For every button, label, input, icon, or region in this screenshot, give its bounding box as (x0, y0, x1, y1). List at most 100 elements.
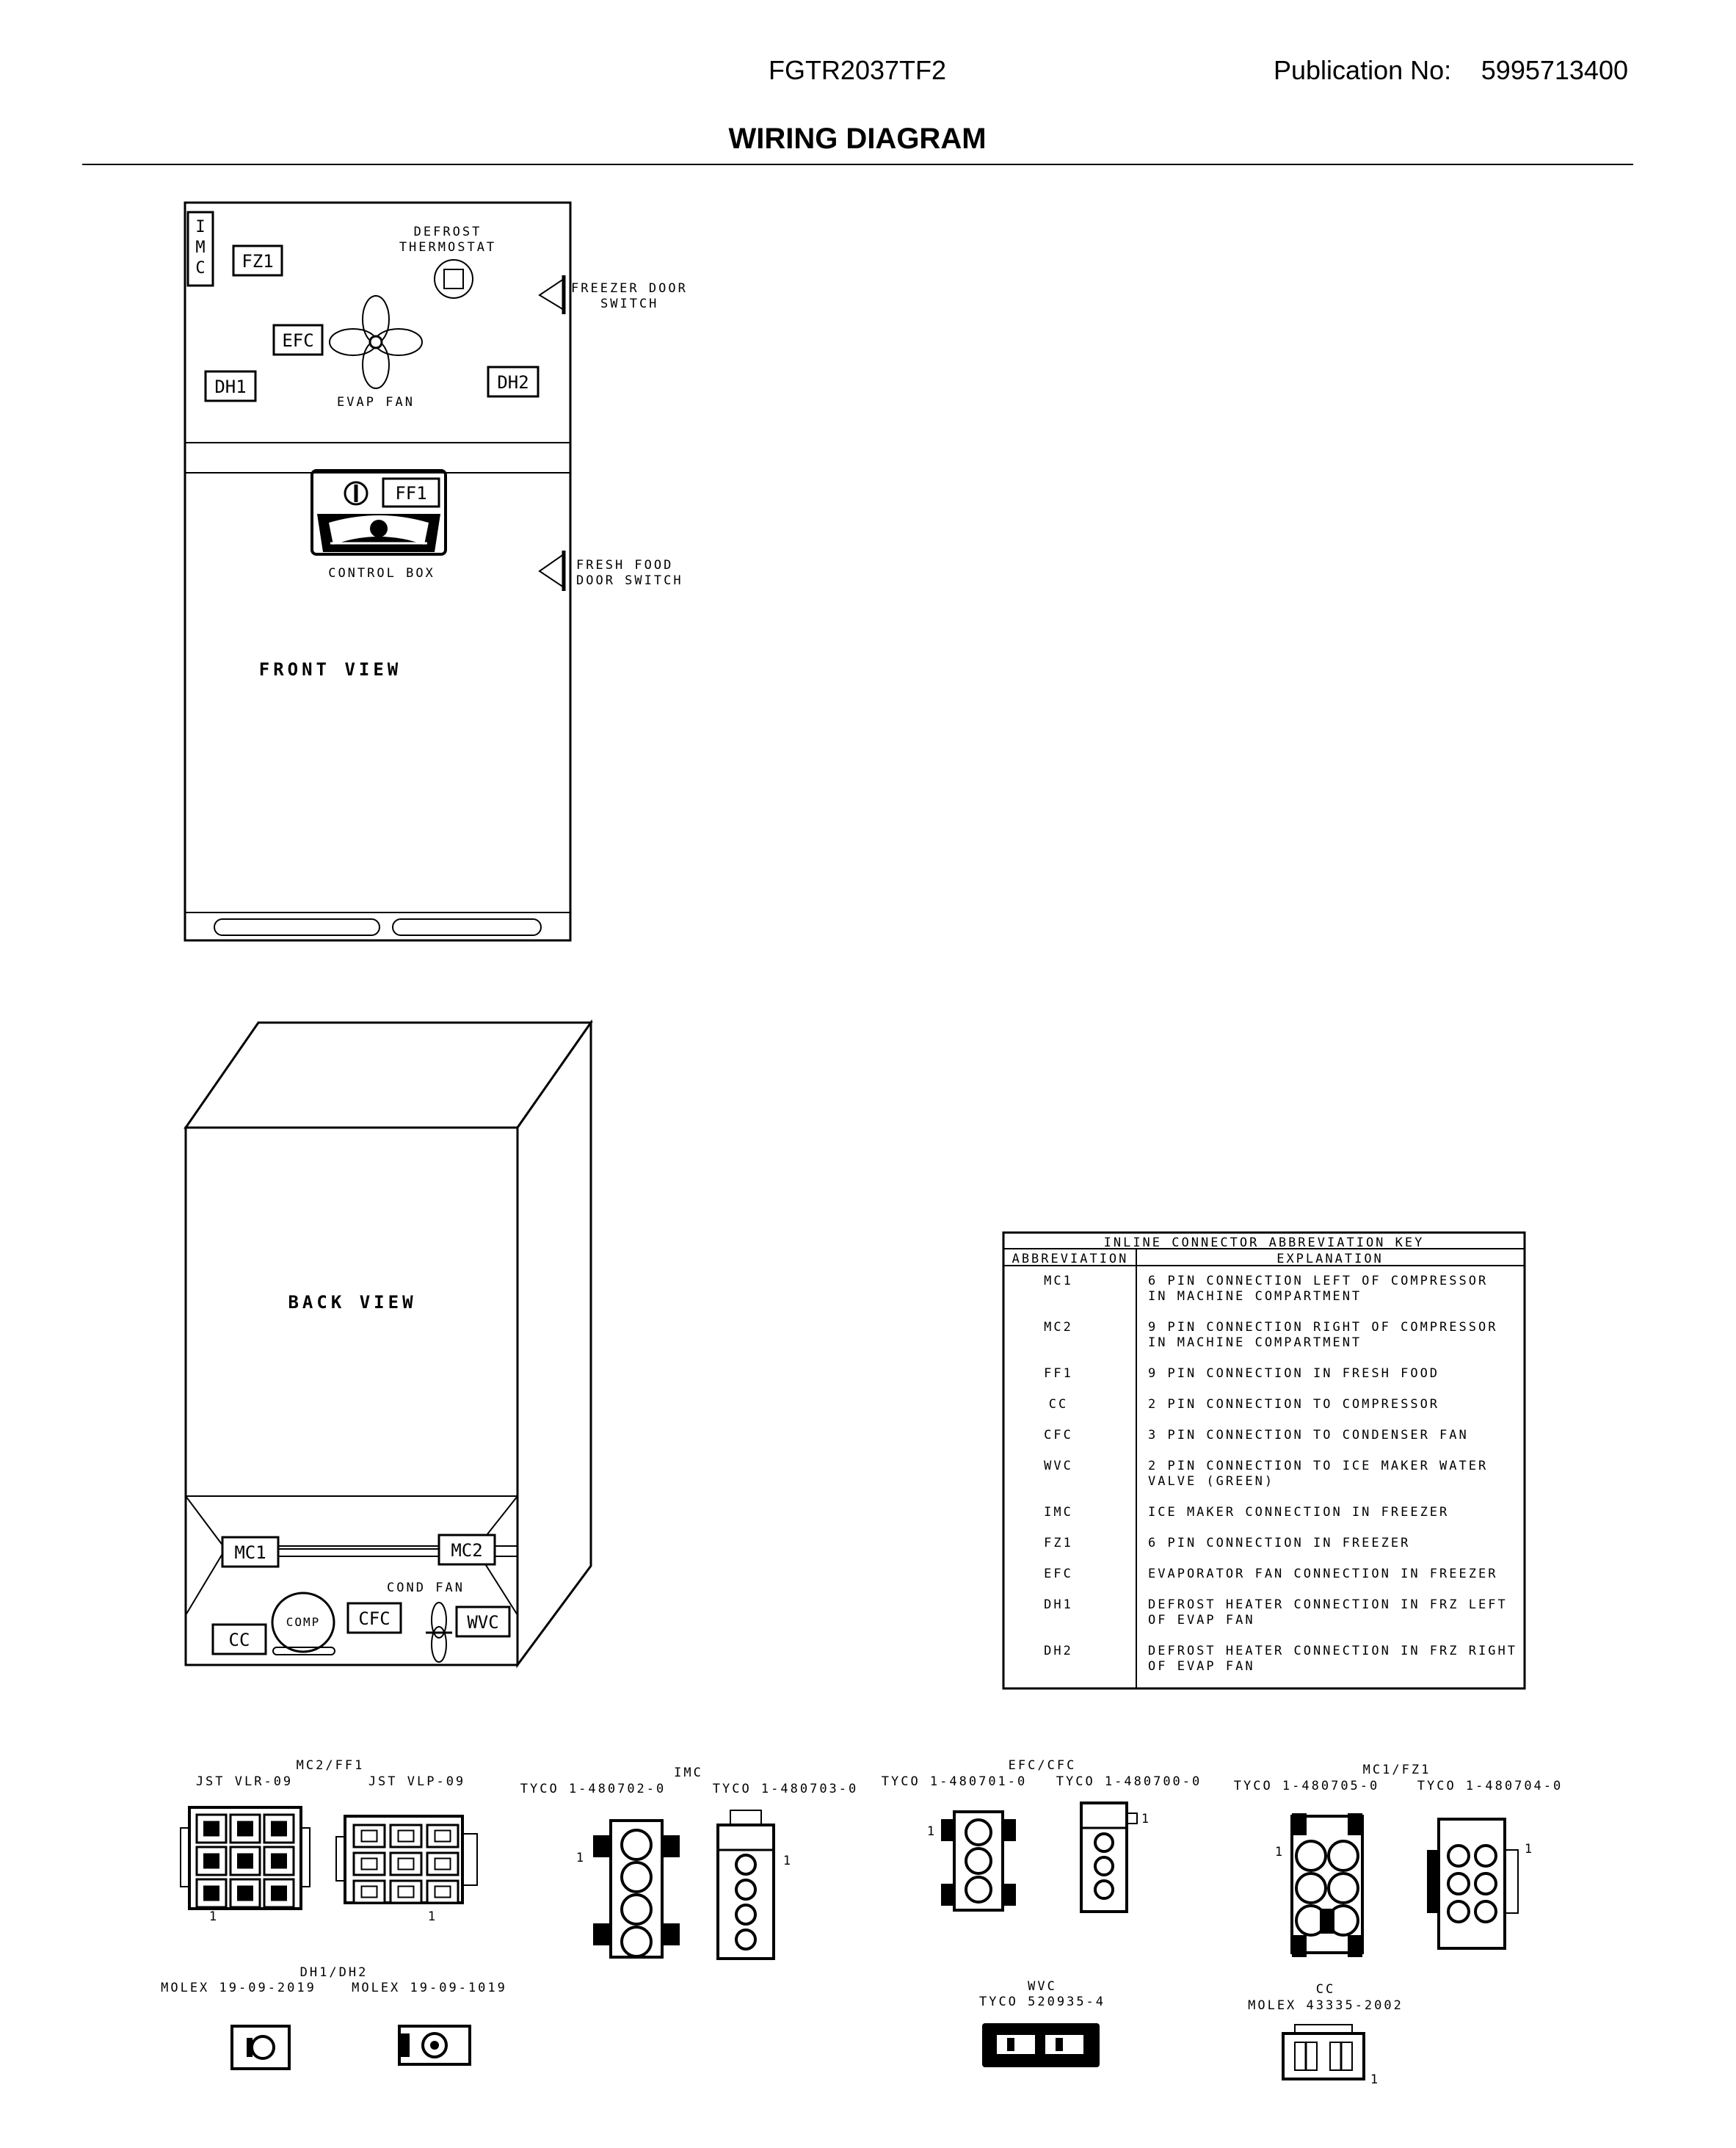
freezer-door-switch-label-1: FREEZER DOOR (571, 281, 688, 296)
efc-cfc-right-pin: 1 (1141, 1812, 1149, 1826)
tyco-1-480702-0-icon (593, 1819, 680, 1959)
evap-fan-label: EVAP FAN (337, 395, 415, 410)
kickplate-slot-left (214, 918, 380, 936)
ff1-label: FF1 (395, 483, 426, 504)
imc-letter-3: C (195, 259, 205, 277)
cc-pin: 1 (1370, 2072, 1378, 2087)
mc2-connector-box (437, 1534, 496, 1566)
defrost-thermostat-icon (434, 259, 473, 299)
key-row-abbreviation: MC1 (1044, 1274, 1073, 1288)
key-row-explanation: 9 PIN CONNECTION IN FRESH FOOD (1148, 1366, 1439, 1381)
key-table-col-abbreviation: ABBREVIATION (1012, 1252, 1129, 1266)
imc-left-part: TYCO 1-480702-0 (520, 1782, 667, 1796)
back-view: BACK VIEW MC1 MC2 COND FAN COMP CC CFC W… (184, 1019, 593, 1669)
mc1-fz1-right-pin: 1 (1525, 1842, 1532, 1857)
key-row-abbreviation: WVC (1044, 1459, 1073, 1473)
kickplate-slot-right (392, 918, 542, 936)
key-row-explanation: ICE MAKER CONNECTION IN FREEZER (1148, 1505, 1449, 1520)
connector-mc1-fz1: MC1/FZ1 TYCO 1-480705-0 TYCO 1-480704-0 … (1234, 1763, 1564, 1957)
back-cabinet-front (184, 1126, 519, 1666)
key-row-abbreviation: DH1 (1044, 1597, 1073, 1612)
fz1-label: FZ1 (241, 251, 273, 272)
key-row-explanation: DEFROST HEATER CONNECTION IN FRZ LEFT (1148, 1597, 1508, 1612)
imc-right-pin: 1 (783, 1854, 791, 1868)
key-row-abbreviation: DH2 (1044, 1644, 1073, 1658)
defrost-thermostat-label-1: DEFROST (414, 225, 482, 239)
jst-vlr-09-icon (180, 1806, 310, 1910)
imc-left-pin: 1 (576, 1851, 584, 1865)
freezer-door-switch-label-2: SWITCH (600, 297, 658, 311)
mc2-ff1-right-part: JST VLP-09 (368, 1774, 465, 1789)
key-row-explanation: IN MACHINE COMPARTMENT (1148, 1289, 1362, 1304)
fz1-connector-box (232, 244, 283, 277)
back-view-label: BACK VIEW (288, 1292, 416, 1313)
back-cabinet-side (516, 1019, 592, 1669)
dh1-label: DH1 (214, 377, 246, 397)
imc-right-part: TYCO 1-480703-0 (713, 1782, 859, 1796)
control-box-icon: FF1 (310, 469, 447, 556)
imc-letter-2: M (195, 239, 205, 257)
cc-title: CC (1316, 1982, 1335, 1997)
jst-vlp-09-icon (335, 1815, 478, 1904)
control-box-label: CONTROL BOX (328, 566, 435, 581)
abbreviation-key-table: INLINE CONNECTOR ABBREVIATION KEY ABBREV… (1002, 1231, 1526, 1690)
tyco-1-480705-0-icon (1290, 1813, 1364, 1957)
key-row-explanation: 2 PIN CONNECTION TO COMPRESSOR (1148, 1397, 1439, 1412)
efc-label: EFC (282, 330, 313, 351)
mc1-connector-box (221, 1536, 280, 1568)
dh1-dh2-right-part: MOLEX 19-09-1019 (352, 1981, 507, 1995)
efc-cfc-title: EFC/CFC (1009, 1758, 1077, 1773)
front-view: I M C FZ1 DEFROST THERMOSTAT EFC EVAP FA… (184, 201, 688, 942)
defrost-thermostat-square (443, 269, 464, 289)
molex-19-09-2019-icon (230, 2025, 291, 2070)
connector-wvc: WVC TYCO 520935-4 (979, 1979, 1103, 2067)
key-row-explanation: 2 PIN CONNECTION TO ICE MAKER WATER (1148, 1459, 1488, 1473)
front-cabinet (184, 201, 572, 942)
imc-letter-1: I (195, 218, 205, 236)
condenser-fan-icon (426, 1602, 452, 1663)
tyco-1-480701-0-icon (941, 1810, 1016, 1912)
defrost-thermostat-label-2: THERMOSTAT (399, 240, 496, 255)
wvc-connector-box (455, 1605, 511, 1638)
molex-43335-2002-icon (1282, 2024, 1365, 2080)
fresh-food-door-switch-label-1: FRESH FOOD (576, 558, 673, 573)
connector-imc: IMC TYCO 1-480702-0 TYCO 1-480703-0 1 1 (520, 1766, 859, 1960)
mc2-ff1-title: MC2/FF1 (297, 1758, 365, 1773)
key-row-explanation: 9 PIN CONNECTION RIGHT OF COMPRESSOR (1148, 1320, 1497, 1335)
connector-cc: CC MOLEX 43335-2002 1 (1248, 1982, 1403, 2087)
key-row-abbreviation: EFC (1044, 1567, 1073, 1581)
key-row-explanation: OF EVAP FAN (1148, 1659, 1255, 1674)
mc2-ff1-left-pin: 1 (209, 1909, 217, 1924)
cc-part: MOLEX 43335-2002 (1248, 1998, 1403, 2013)
compressor-icon (271, 1592, 335, 1655)
key-table-frame (1002, 1231, 1526, 1690)
mc1-fz1-title: MC1/FZ1 (1363, 1763, 1431, 1777)
key-row-explanation: IN MACHINE COMPARTMENT (1148, 1335, 1362, 1350)
key-row-abbreviation: CFC (1044, 1428, 1073, 1443)
publication-number: 5995713400 (1481, 55, 1628, 85)
key-row-abbreviation: FF1 (1044, 1366, 1073, 1381)
publication-label: Publication No: (1274, 55, 1451, 85)
imc-connector-box (186, 211, 214, 287)
tyco-1-480704-0-icon (1427, 1818, 1519, 1950)
key-row-explanation: 3 PIN CONNECTION TO CONDENSER FAN (1148, 1428, 1469, 1443)
key-table-title: INLINE CONNECTOR ABBREVIATION KEY (1104, 1236, 1425, 1250)
efc-cfc-left-pin: 1 (927, 1824, 934, 1839)
fresh-food-door-switch-icon (538, 551, 566, 591)
wvc-label: WVC (467, 1612, 498, 1633)
comp-label: COMP (286, 1615, 321, 1629)
mc1-fz1-right-part: TYCO 1-480704-0 (1417, 1779, 1564, 1793)
molex-19-09-1019-icon (398, 2025, 471, 2066)
freezer-door-switch-icon (538, 275, 566, 314)
key-row-explanation: 6 PIN CONNECTION IN FREEZER (1148, 1536, 1410, 1550)
tyco-1-480703-0-icon (716, 1810, 775, 1960)
tyco-1-480700-0-icon (1080, 1802, 1138, 1913)
key-row-explanation: DEFROST HEATER CONNECTION IN FRZ RIGHT (1148, 1644, 1517, 1658)
cc-label: CC (229, 1630, 250, 1650)
key-row-abbreviation: FZ1 (1044, 1536, 1073, 1550)
machine-compartment-diag-bl (185, 1548, 226, 1616)
cfc-label: CFC (358, 1608, 390, 1629)
evap-fan-icon (329, 295, 423, 389)
